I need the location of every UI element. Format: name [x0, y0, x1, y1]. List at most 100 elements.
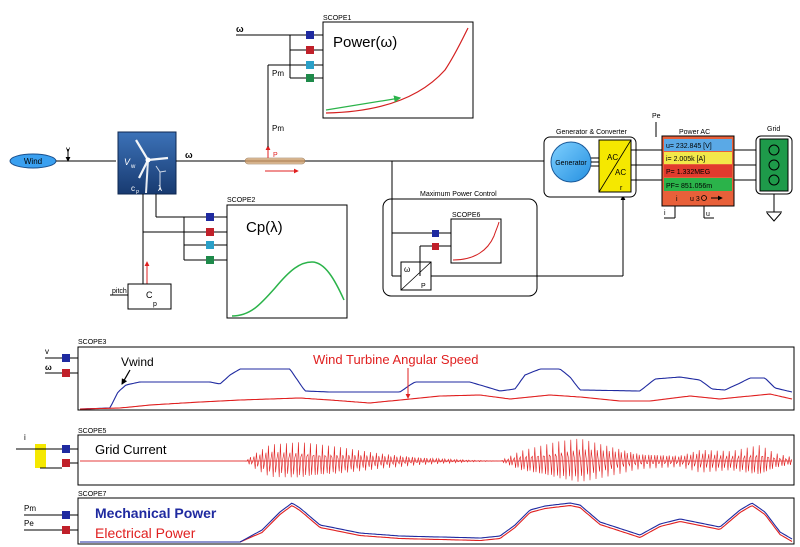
- scope1-wiring: [236, 34, 324, 147]
- svg-text:i: i: [676, 196, 678, 203]
- svg-text:i: i: [664, 210, 666, 217]
- readout-pf-bg: [664, 178, 732, 191]
- readout-i: i= 2.005k [A]: [666, 156, 705, 163]
- scope3-omega-trace: [80, 393, 793, 410]
- svg-text:AC: AC: [615, 168, 626, 177]
- power-ac-meter[interactable]: Power AC u= 232.845 [V] i= 2.005k [A] P=…: [661, 129, 756, 219]
- scope1-title: Power(ω): [333, 34, 397, 51]
- wind-turbine-block[interactable]: V w c P λ: [117, 131, 177, 196]
- grid-phase-icon: [768, 159, 780, 171]
- scope2-port-1[interactable]: [206, 213, 214, 221]
- vw-label: V: [124, 157, 131, 167]
- scope5-port-1[interactable]: [62, 445, 70, 453]
- scope6-name: SCOPE6: [452, 212, 481, 219]
- grid-block[interactable]: Grid: [755, 126, 793, 222]
- cp-label: c: [131, 184, 135, 193]
- max-power-control[interactable]: Maximum Power Control SCOPE6 ω P: [382, 161, 626, 297]
- scope1-port-3[interactable]: [306, 61, 314, 69]
- turbine-blade-icon: [138, 159, 149, 179]
- scope3-input-v: v: [45, 347, 49, 356]
- scope3-port-2[interactable]: [62, 369, 70, 377]
- pitch-label: pitch: [112, 288, 127, 295]
- power-ac-title: Power AC: [679, 129, 710, 136]
- generator-converter[interactable]: Generator & Converter Generator AC AC r: [543, 129, 663, 198]
- svg-text:P: P: [136, 190, 140, 196]
- wind-source-label: Wind: [24, 157, 42, 166]
- readout-pf: PF= 851.056m: [666, 183, 712, 190]
- scope7-pm-annotation: Mechanical Power: [95, 505, 217, 521]
- scope3-vwind-annotation: Vwind: [121, 355, 154, 369]
- scope3-omega-annotation: Wind Turbine Angular Speed: [313, 352, 479, 367]
- shaft-element[interactable]: P Pm: [244, 124, 306, 174]
- svg-text:AC: AC: [607, 153, 618, 162]
- scope5-port-2[interactable]: [62, 459, 70, 467]
- wind-source[interactable]: Wind v: [9, 145, 116, 169]
- turbine-tower-icon: [145, 159, 149, 194]
- grid-phase-icon: [768, 174, 780, 186]
- scope3[interactable]: SCOPE3 v ω Vwind Wind Turbine Angular Sp…: [45, 339, 795, 411]
- readout-u-bg: [664, 139, 732, 151]
- scope2-title: Cp(λ): [246, 219, 283, 236]
- scope5-current-probe[interactable]: [35, 444, 46, 468]
- mpc-title: Maximum Power Control: [420, 191, 497, 198]
- omega-label: ω: [185, 150, 193, 160]
- scope2-port-3[interactable]: [206, 241, 214, 249]
- grid-title: Grid: [767, 126, 780, 133]
- svg-text:r: r: [620, 185, 623, 192]
- scope7-port-1[interactable]: [62, 511, 70, 519]
- scope2[interactable]: SCOPE2 Cp(λ): [226, 197, 348, 319]
- scope1-port-2[interactable]: [306, 46, 314, 54]
- scope3-name: SCOPE3: [78, 339, 107, 346]
- lambda-label: λ: [158, 184, 162, 193]
- scope2-wiring: [142, 194, 228, 261]
- readout-p-bg: [664, 165, 732, 177]
- scope2-port-4[interactable]: [206, 256, 214, 264]
- cp-block-label: C: [146, 290, 153, 300]
- readout-i-bg: [664, 152, 732, 164]
- scope1-pm-input: Pm: [272, 69, 284, 78]
- scope7[interactable]: SCOPE7 Pm Pe Mechanical Power Electrical…: [24, 491, 795, 545]
- scope2-curve: [231, 261, 345, 317]
- scope1-name: SCOPE1: [323, 15, 352, 22]
- scope7-input-pe: Pe: [24, 519, 34, 528]
- scope6[interactable]: [450, 218, 502, 264]
- scope7-port-2[interactable]: [62, 526, 70, 534]
- scope3-port-1[interactable]: [62, 354, 70, 362]
- scope5-annotation: Grid Current: [95, 442, 167, 457]
- scope6-port-2[interactable]: [432, 243, 439, 250]
- pitch-block[interactable]: pitch C p: [110, 232, 172, 310]
- scope7-pe-annotation: Electrical Power: [95, 525, 196, 541]
- turbine-blade-icon: [135, 139, 149, 161]
- grid-phase-icon: [768, 144, 780, 156]
- svg-text:ω: ω: [404, 265, 410, 274]
- scope1-omega-input: ω: [236, 24, 244, 34]
- gear-icon[interactable]: [701, 195, 707, 201]
- p-label: P: [273, 152, 278, 159]
- scope7-input-pm: Pm: [24, 504, 36, 513]
- scope1[interactable]: SCOPE1 Power(ω): [322, 15, 474, 119]
- svg-text:w: w: [130, 164, 136, 170]
- scope5[interactable]: SCOPE5 i Grid Current: [16, 428, 795, 486]
- scope1-port-1[interactable]: [306, 31, 314, 39]
- svg-text:u 3: u 3: [690, 196, 700, 203]
- scope6-curve: [452, 221, 500, 261]
- scope1-port-4[interactable]: [306, 74, 314, 82]
- turbine-blade-icon: [147, 156, 169, 162]
- scope3-input-w: ω: [45, 363, 52, 372]
- scope5-input-i: i: [24, 433, 26, 442]
- scope2-name: SCOPE2: [227, 197, 256, 204]
- scope7-name: SCOPE7: [78, 491, 107, 498]
- scope6-port-1[interactable]: [432, 230, 439, 237]
- gen-conv-title: Generator & Converter: [556, 129, 627, 136]
- pm-label: Pm: [272, 124, 284, 133]
- readout-u: u= 232.845 [V]: [666, 143, 712, 150]
- cp-block[interactable]: [127, 283, 172, 310]
- pe-label: Pe: [652, 113, 661, 120]
- scope1-curve: [325, 27, 469, 114]
- scope5-name: SCOPE5: [78, 428, 107, 435]
- scope2-port-2[interactable]: [206, 228, 214, 236]
- svg-text:u: u: [706, 211, 710, 218]
- scope3-vwind-trace: [79, 368, 793, 410]
- scope1-green-arrow: [325, 95, 402, 111]
